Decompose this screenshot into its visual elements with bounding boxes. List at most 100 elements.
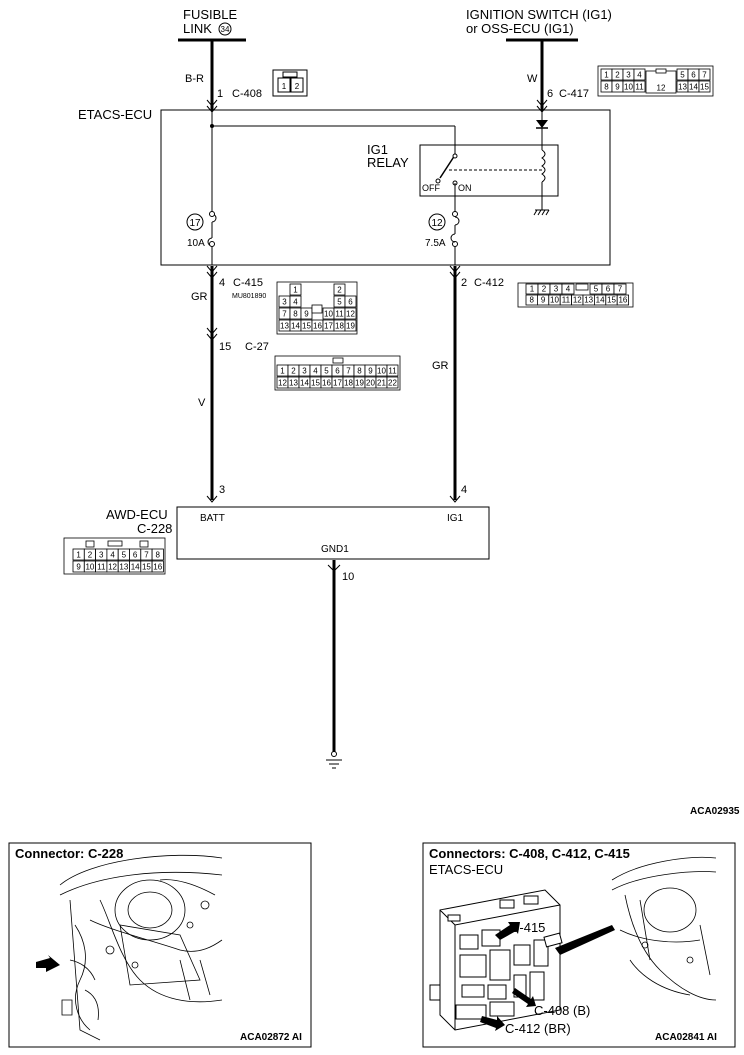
connector-pin-label: 17 [333,379,342,388]
pin-batt: 3 [219,484,225,496]
diode-symbol [536,120,548,128]
ig1-relay-label-2: RELAY [367,155,409,170]
term-gnd: GND1 [321,544,349,555]
term-batt: BATT [200,513,225,524]
connector-pin-label: 15 [142,563,151,572]
ig1-pin-symbol [449,495,461,503]
connector-pin-label: 14 [689,83,698,92]
connector-pin-label: 11 [562,296,571,305]
connector-pin-label: 3 [99,551,104,560]
connector-pin-label: 1 [280,367,285,376]
relay-pivot [452,153,458,159]
conn-c417-label: C-417 [559,88,589,100]
connector-pin-label: 9 [76,563,81,572]
etacs-ecu-label: ETACS-ECU [78,107,152,122]
connector-pin-label: 8 [604,83,609,92]
fuse12-amp: 7.5A [425,238,446,249]
connector-pin-label: 16 [153,563,162,572]
connector-pin-label: 5 [594,285,599,294]
connector-pin-label: 1 [530,285,535,294]
wire-w-label: W [527,73,538,85]
connector-pin-label: 8 [529,296,534,305]
connector-pin-label: 13 [119,563,128,572]
connector-pin-label: 12 [657,84,666,93]
fuse17-top [209,211,215,217]
connector-pin-label: 19 [346,322,355,331]
connector-pin-label: 11 [388,367,397,376]
conn-c415-label: C-415 [233,277,263,289]
connector-pin-label: 3 [302,367,307,376]
wire-gr-left-label: GR [191,291,208,303]
connector-pin-label: 18 [344,379,353,388]
pin-c415: 4 [219,277,225,289]
pin-gnd: 10 [342,571,354,583]
ground-icon [326,751,342,769]
fuse17-bottom [209,241,215,247]
awd-ecu-box [176,506,490,560]
fuse17-circle [186,213,204,231]
connector-pin-label: 19 [355,379,364,388]
connector-pin-label: 12 [573,296,582,305]
connector-pin-label: 21 [377,379,386,388]
connector-pin-label: 9 [541,296,546,305]
connector-pin-label: 9 [368,367,373,376]
fusible-link-number-circle [218,22,232,36]
connector-pin-label: 7 [702,71,707,80]
panel-c228-title: Connector: C-228 [15,846,123,861]
pin-c27: 15 [219,341,231,353]
conn-c408-label: C-408 [232,88,262,100]
etacs-ecu-illustration [429,889,563,1031]
connector-pin-label: 15 [302,322,311,331]
relay-coil [541,149,546,183]
connector-pin-label: 4 [566,285,571,294]
awd-ecu-label: AWD-ECU [106,507,168,522]
fuse17-number: 17 [189,218,201,229]
connector-pin-label: 10 [377,367,386,376]
connector-pin-label: 3 [282,298,287,307]
connector-pin-label: 3 [626,71,631,80]
connector-pin-label: 2 [615,71,620,80]
callout-c412: C-412 (BR) [505,1021,571,1036]
connector-pin-label: 5 [122,551,127,560]
ignition-switch-label: IGNITION SWITCH (IG1) [466,7,612,22]
connector-pin-label: 8 [293,310,298,319]
connector-pin-label: 4 [293,298,298,307]
connector-pin-label: 12 [346,310,355,319]
connector-pin-label: 12 [108,563,117,572]
connector-pin-label: 1 [293,286,298,295]
connector-pin-label: 15 [311,379,320,388]
ignition-switch-label-2: or OSS-ECU (IG1) [466,21,574,36]
connector-pin-label: 13 [678,83,687,92]
relay-off-contact [435,178,441,184]
connector-pin-label: 2 [337,286,342,295]
connector-pin-label: 7 [144,551,149,560]
c415-arrow-icon [495,922,520,940]
connector-pin-label: 11 [97,563,106,572]
connector-pin-label: 6 [691,71,696,80]
wire-gr-right-label: GR [432,360,449,372]
dashboard-illustration-right [611,856,717,1001]
c408-face: 1 2 [272,69,308,97]
connector-pin-label: 16 [618,296,627,305]
connector-pin-label: 15 [607,296,616,305]
connector-pin-label: 16 [322,379,331,388]
ig1-relay-box [419,144,559,197]
panel-c228 [8,842,312,1048]
connector-pin-label: 4 [637,71,642,80]
pin-ig1: 4 [461,484,467,496]
connector-pin-label: 2 [291,367,296,376]
ig1-relay-label: IG1 [367,142,388,157]
fusible-link-label: FUSIBLE [183,7,238,22]
c412-arrow-icon [480,1016,505,1031]
pin-c408: 1 [217,88,223,100]
detail-pointer-icon [555,925,615,955]
main-ref-code: ACA02935 [690,806,740,817]
relay-on-label: ON [458,183,472,193]
pin-c417: 6 [547,88,553,100]
connector-pin-label: 13 [289,379,298,388]
svg-text:1: 1 [282,82,287,91]
etacs-ground-icon [533,209,550,216]
connector-pin-label: 14 [131,563,140,572]
